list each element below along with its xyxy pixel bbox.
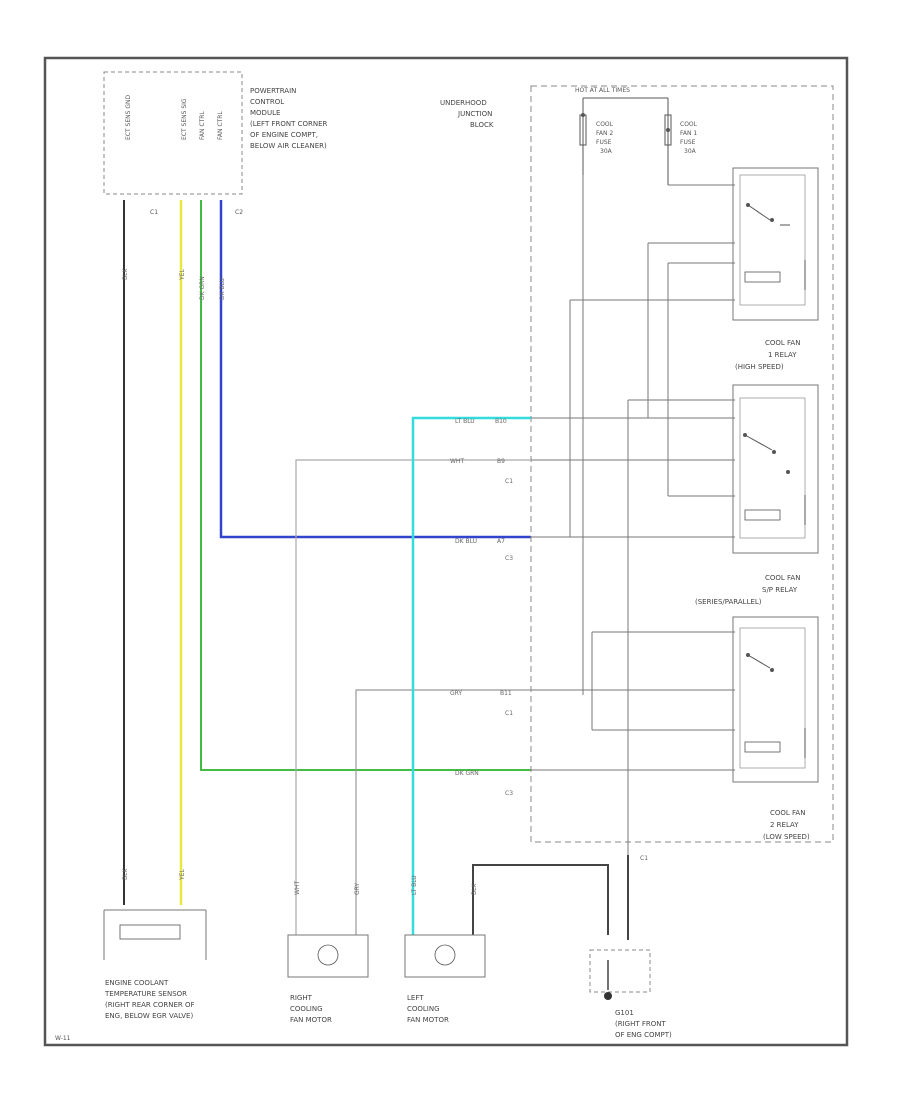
fuse1-line-3: FUSE (596, 139, 612, 146)
powertrain-control-module: POWERTRAIN CONTROL MODULE (LEFT FRONT CO… (103, 71, 328, 216)
fuse1-line-1: COOL (596, 121, 614, 128)
pin-c3-first: C3 (505, 555, 513, 562)
wire-label-lt-blu-v: LT BLU (411, 875, 418, 895)
pcm-pin-fan-ctrl-1: FAN CTRL (199, 111, 206, 140)
wire-dk-blu (219, 200, 531, 539)
fan1-relay-label-2: 1 RELAY (768, 351, 797, 359)
fan2-relay-label-3: (LOW SPEED) (763, 833, 810, 841)
wire-label-yel: YEL (179, 269, 186, 281)
wire-label-gry: GRY (450, 690, 462, 697)
ujb-title-3: BLOCK (470, 121, 494, 129)
wire-lt-blu-left-motor (411, 416, 531, 935)
pin-c1-first: C1 (505, 478, 513, 485)
fuse2-line-1: COOL (680, 121, 698, 128)
wire-label-dk-grn-h: DK GRN (455, 770, 479, 777)
wire-label-gry-v: GRY (354, 883, 361, 895)
pcm-title-5: OF ENGINE COMPT, (250, 131, 318, 139)
pin-a7: A7 (497, 538, 505, 545)
wire-wht-right-motor (295, 459, 531, 935)
wire-label-wht: WHT (450, 458, 464, 465)
corner-code: W-11 (55, 1035, 71, 1042)
ect-label-4: ENG, BELOW EGR VALVE) (105, 1012, 193, 1020)
cool-fan-sp-relay: COOL FAN S/P RELAY (SERIES/PARALLEL) (695, 574, 819, 783)
ground-g101: G101 (RIGHT FRONT OF ENG COMPT) (589, 949, 672, 1039)
wire-label-blk: BLK (122, 268, 129, 280)
ground-label-2: (RIGHT FRONT (615, 1020, 666, 1028)
pcm-title-4: (LEFT FRONT CORNER (250, 120, 328, 128)
pin-b11: B11 (500, 690, 512, 697)
wire-label-blk-sensor: BLK (122, 868, 129, 880)
sp-relay-label-2: S/P RELAY (762, 586, 798, 594)
pcm-pin-ect-gnd: ECT SENS GND (125, 95, 132, 140)
pcm-connector-c1: C1 (150, 209, 158, 216)
pin-b9: B9 (497, 458, 505, 465)
diagram-frame (43, 56, 849, 1047)
sp-relay-label-1: COOL FAN (765, 574, 800, 582)
pcm-title-2: CONTROL (250, 98, 284, 106)
wire-gry-right-motor (355, 689, 531, 935)
wire-label-wht-v: WHT (294, 881, 301, 895)
pin-b10: B10 (495, 418, 507, 425)
wire-dk-grn (200, 200, 531, 771)
ground-label-1: G101 (615, 1009, 634, 1017)
wire-label-yel-sensor: YEL (179, 869, 186, 881)
pcm-title-6: BELOW AIR CLEANER) (250, 142, 327, 150)
pcm-title-3: MODULE (250, 109, 280, 117)
ground-label-3: OF ENG COMPT) (615, 1031, 672, 1039)
sp-relay-label-3: (SERIES/PARALLEL) (695, 598, 762, 606)
pin-c1-ground: C1 (640, 855, 648, 862)
underhood-junction-block: UNDERHOOD JUNCTION BLOCK HOT AT ALL TIME… (440, 85, 834, 843)
fuse-cool-fan-1: COOL FAN 1 FUSE 30A (664, 98, 698, 185)
right-motor-label-2: COOLING (290, 1005, 323, 1013)
fan1-relay-label-3: (HIGH SPEED) (735, 363, 784, 371)
fuse2-line-3: FUSE (680, 139, 696, 146)
ect-label-2: TEMPERATURE SENSOR (104, 990, 187, 998)
fan2-relay-label-1: COOL FAN (770, 809, 805, 817)
ujb-hot-label: HOT AT ALL TIMES (575, 87, 630, 94)
left-motor-label-3: FAN MOTOR (407, 1016, 449, 1024)
left-cooling-fan-motor: LEFT COOLING FAN MOTOR (404, 934, 486, 1024)
right-cooling-fan-motor: RIGHT COOLING FAN MOTOR (287, 934, 369, 1024)
fuse1-line-2: FAN 2 (596, 130, 613, 137)
right-motor-label-3: FAN MOTOR (290, 1016, 332, 1024)
wire-label-dk-blu: DK BLU (219, 278, 226, 300)
cool-fan-1-relay: COOL FAN 1 RELAY (HIGH SPEED) (732, 339, 819, 554)
left-motor-label-2: COOLING (407, 1005, 440, 1013)
relay-top (732, 167, 819, 321)
pin-c3-second: C3 (505, 790, 513, 797)
ect-label-3: (RIGHT REAR CORNER OF (105, 1001, 195, 1009)
engine-coolant-temp-sensor: ENGINE COOLANT TEMPERATURE SENSOR (RIGHT… (103, 909, 207, 1020)
fuse2-line-2: FAN 1 (680, 130, 697, 137)
fuse1-line-4: 30A (600, 148, 613, 155)
fuse-cool-fan-2: COOL FAN 2 FUSE 30A (579, 98, 614, 175)
wire-label-lt-blu: LT BLU (455, 418, 475, 425)
wire-blk-left-motor (472, 864, 609, 935)
cool-fan-2-relay: COOL FAN 2 RELAY (LOW SPEED) (763, 809, 810, 841)
pcm-connector-c2: C2 (235, 209, 243, 216)
pcm-pin-fan-ctrl-2: FAN CTRL (217, 111, 224, 140)
fan2-relay-label-2: 2 RELAY (770, 821, 799, 829)
pcm-pin-ect-sig: ECT SENS SIG (181, 98, 188, 140)
pin-c1-second: C1 (505, 710, 513, 717)
ujb-title-2: JUNCTION (457, 110, 492, 118)
fuse2-line-4: 30A (684, 148, 697, 155)
ujb-title-1: UNDERHOOD (440, 99, 487, 107)
fan1-relay-label-1: COOL FAN (765, 339, 800, 347)
left-motor-label-1: LEFT (407, 994, 424, 1002)
wire-label-dk-blu-h: DK BLU (455, 538, 477, 545)
ect-label-1: ENGINE COOLANT (105, 979, 169, 987)
right-motor-label-1: RIGHT (290, 994, 313, 1002)
wire-label-blk-v: BLK (471, 883, 478, 895)
wire-label-dk-grn: DK GRN (199, 276, 206, 300)
pcm-title-1: POWERTRAIN (250, 87, 296, 95)
